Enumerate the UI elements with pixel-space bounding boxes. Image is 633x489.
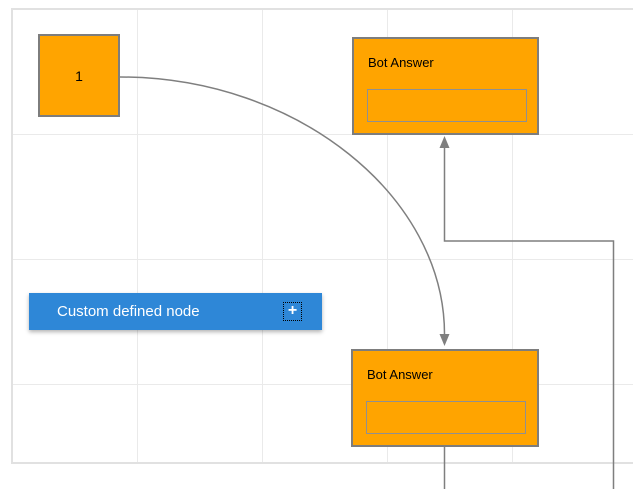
- connector-orthogonal[interactable]: [443, 148, 615, 489]
- connector-curve[interactable]: [119, 76, 446, 335]
- plus-icon: +: [287, 302, 298, 319]
- node-bot-answer-bottom[interactable]: Bot Answer: [351, 349, 539, 447]
- node-start-label: 1: [75, 67, 83, 84]
- arrowhead-up-icon: [439, 136, 450, 148]
- arrowhead-down-icon: [439, 334, 450, 346]
- node-title: Bot Answer: [367, 367, 433, 382]
- node-title: Bot Answer: [368, 55, 434, 70]
- add-connection-port[interactable]: +: [283, 302, 302, 321]
- node-start[interactable]: 1: [38, 34, 120, 117]
- bot-answer-input[interactable]: [366, 401, 526, 434]
- bot-answer-input[interactable]: [367, 89, 527, 122]
- node-bot-answer-top[interactable]: Bot Answer: [352, 37, 539, 135]
- custom-node-label: Custom defined node: [57, 303, 200, 320]
- custom-defined-node[interactable]: Custom defined node +: [29, 293, 322, 330]
